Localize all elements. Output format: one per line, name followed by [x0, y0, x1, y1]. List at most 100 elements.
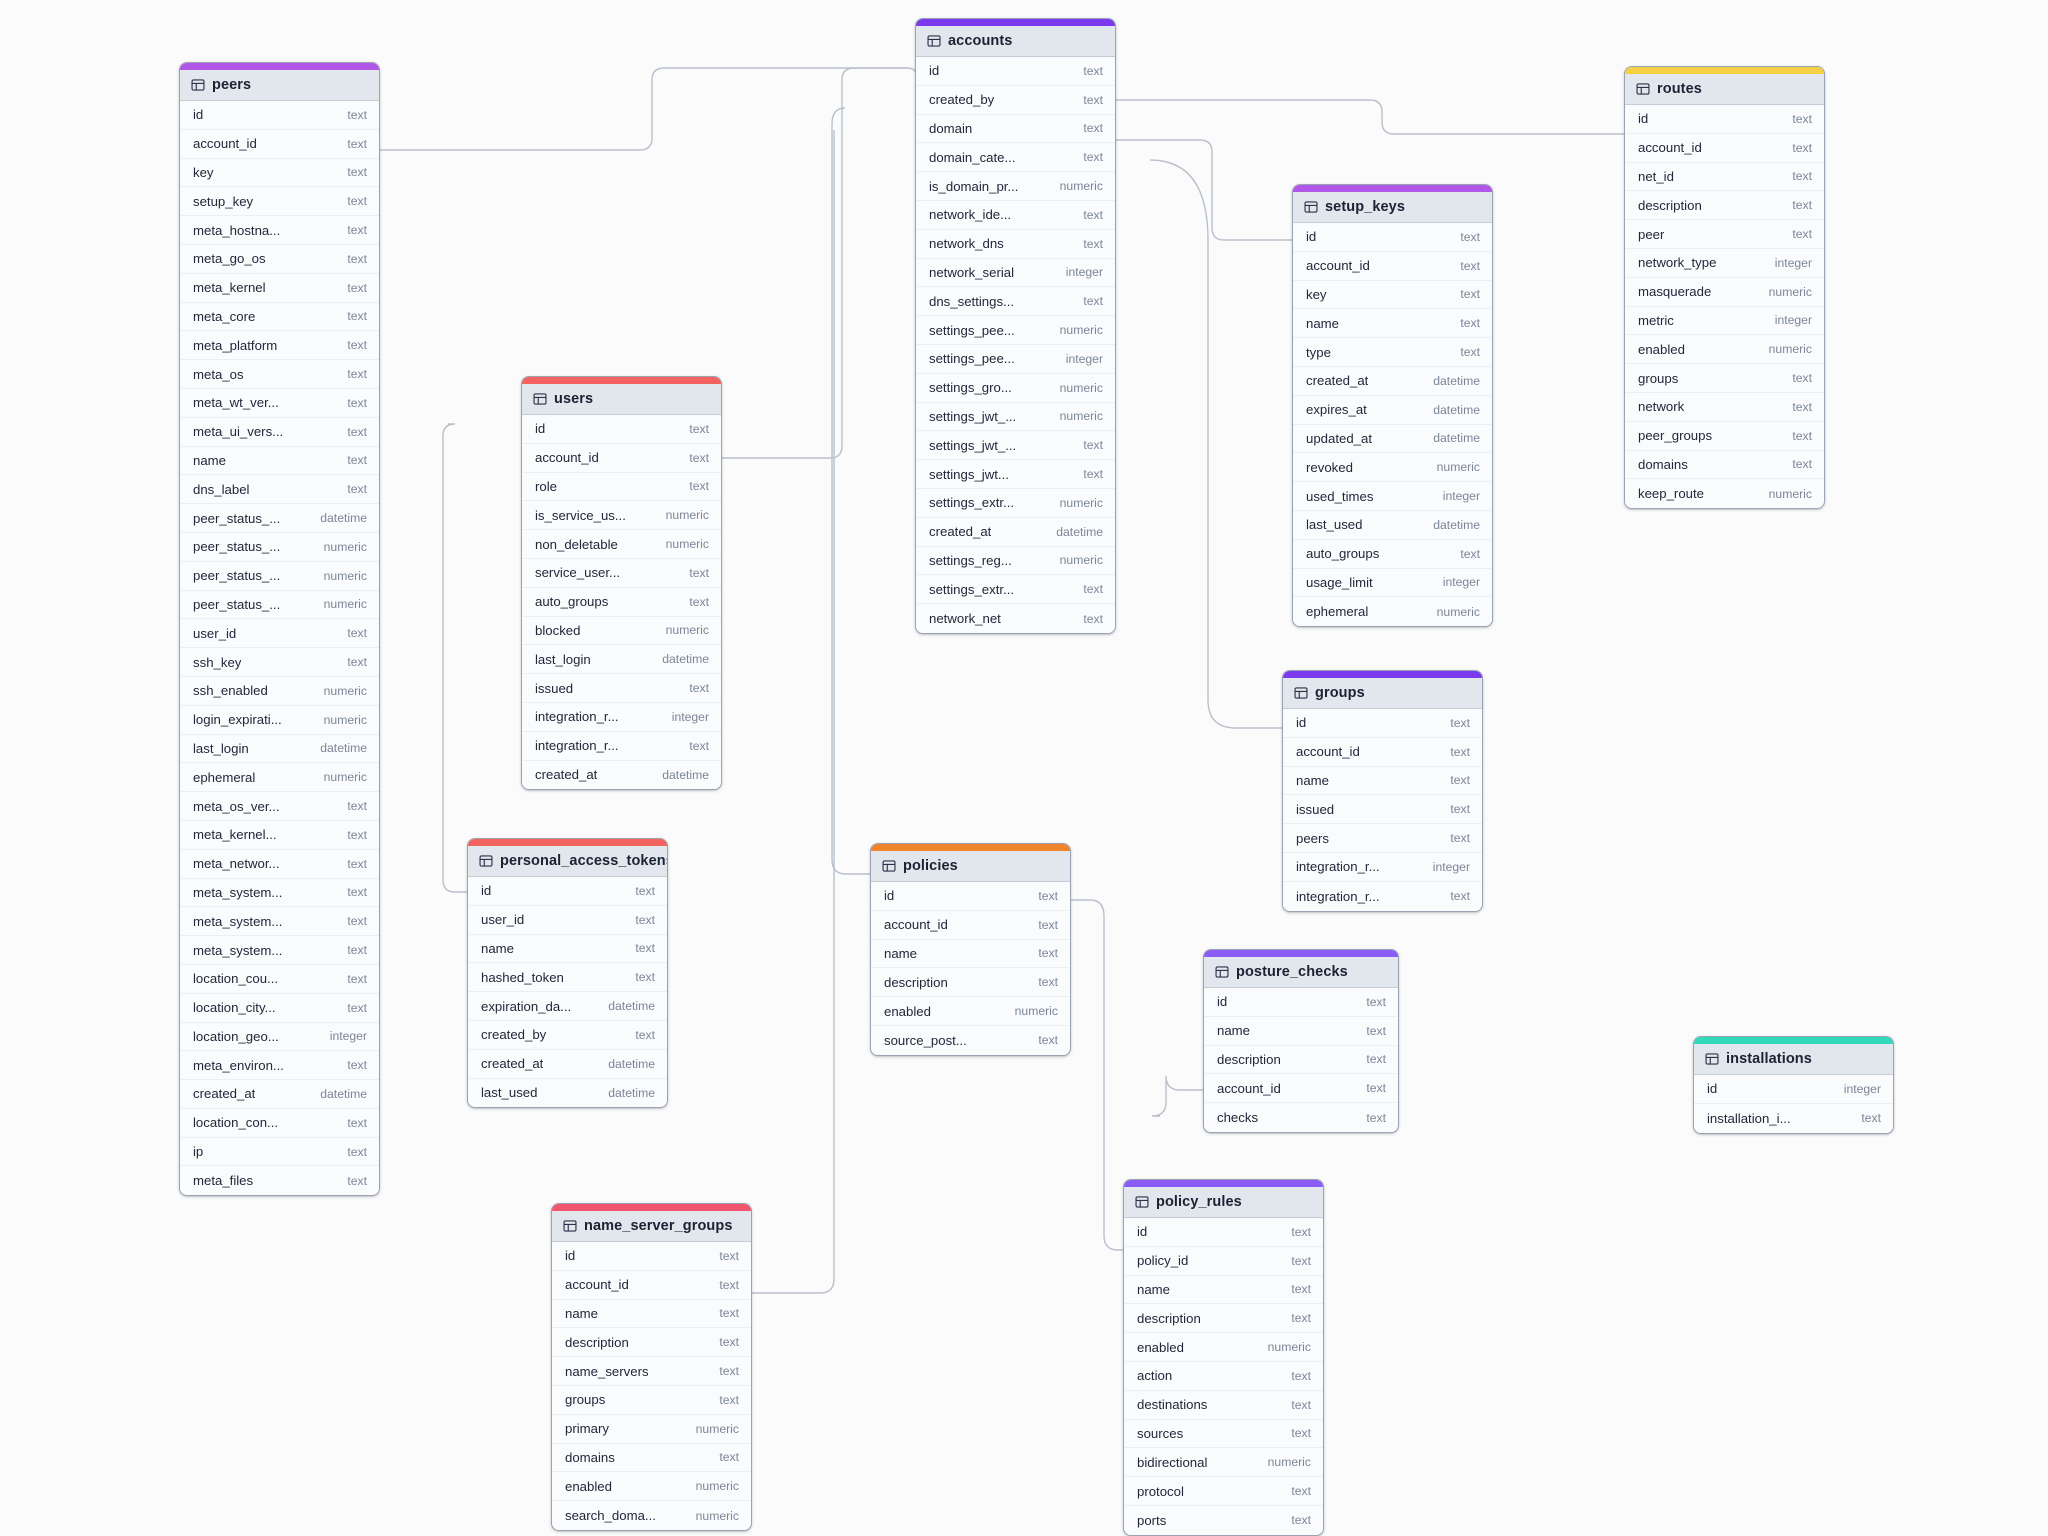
column-row[interactable]: integration_r...text	[1283, 881, 1482, 911]
table-header-policies[interactable]: policies	[871, 851, 1070, 882]
column-row[interactable]: settings_jwt_...text	[916, 431, 1115, 461]
column-row[interactable]: domain_cate...text	[916, 143, 1115, 173]
column-row[interactable]: meta_kernel...text	[180, 820, 379, 850]
column-row[interactable]: service_user...text	[522, 558, 721, 588]
table-header-setup_keys[interactable]: setup_keys	[1293, 192, 1492, 223]
column-row[interactable]: meta_wt_ver...text	[180, 388, 379, 418]
column-row[interactable]: meta_os_ver...text	[180, 792, 379, 821]
column-row[interactable]: integration_r...text	[522, 731, 721, 761]
table-header-groups[interactable]: groups	[1283, 678, 1482, 709]
column-row[interactable]: location_cou...text	[180, 964, 379, 994]
table-header-installations[interactable]: installations	[1694, 1044, 1893, 1075]
column-row[interactable]: location_geo...integer	[180, 1022, 379, 1052]
column-row[interactable]: location_city...text	[180, 993, 379, 1023]
column-row[interactable]: search_doma...numeric	[552, 1501, 751, 1530]
column-row[interactable]: integration_r...integer	[1283, 852, 1482, 882]
column-row[interactable]: installation_i...text	[1694, 1103, 1893, 1133]
column-row[interactable]: meta_system...text	[180, 936, 379, 965]
table-header-personal_access_tokens[interactable]: personal_access_tokens	[468, 846, 667, 877]
column-row[interactable]: settings_jwt_...numeric	[916, 402, 1115, 432]
column-row[interactable]: settings_reg...numeric	[916, 546, 1115, 576]
table-header-policy_rules[interactable]: policy_rules	[1124, 1187, 1323, 1218]
column-row[interactable]: peer_status_...numeric	[180, 590, 379, 620]
column-row[interactable]: is_service_us...numeric	[522, 501, 721, 531]
table-header-name_server_groups[interactable]: name_server_groups	[552, 1211, 751, 1242]
column-row[interactable]: meta_networ...text	[180, 849, 379, 879]
column-row[interactable]: meta_ui_vers...text	[180, 417, 379, 447]
column-row[interactable]: settings_gro...numeric	[916, 373, 1115, 403]
